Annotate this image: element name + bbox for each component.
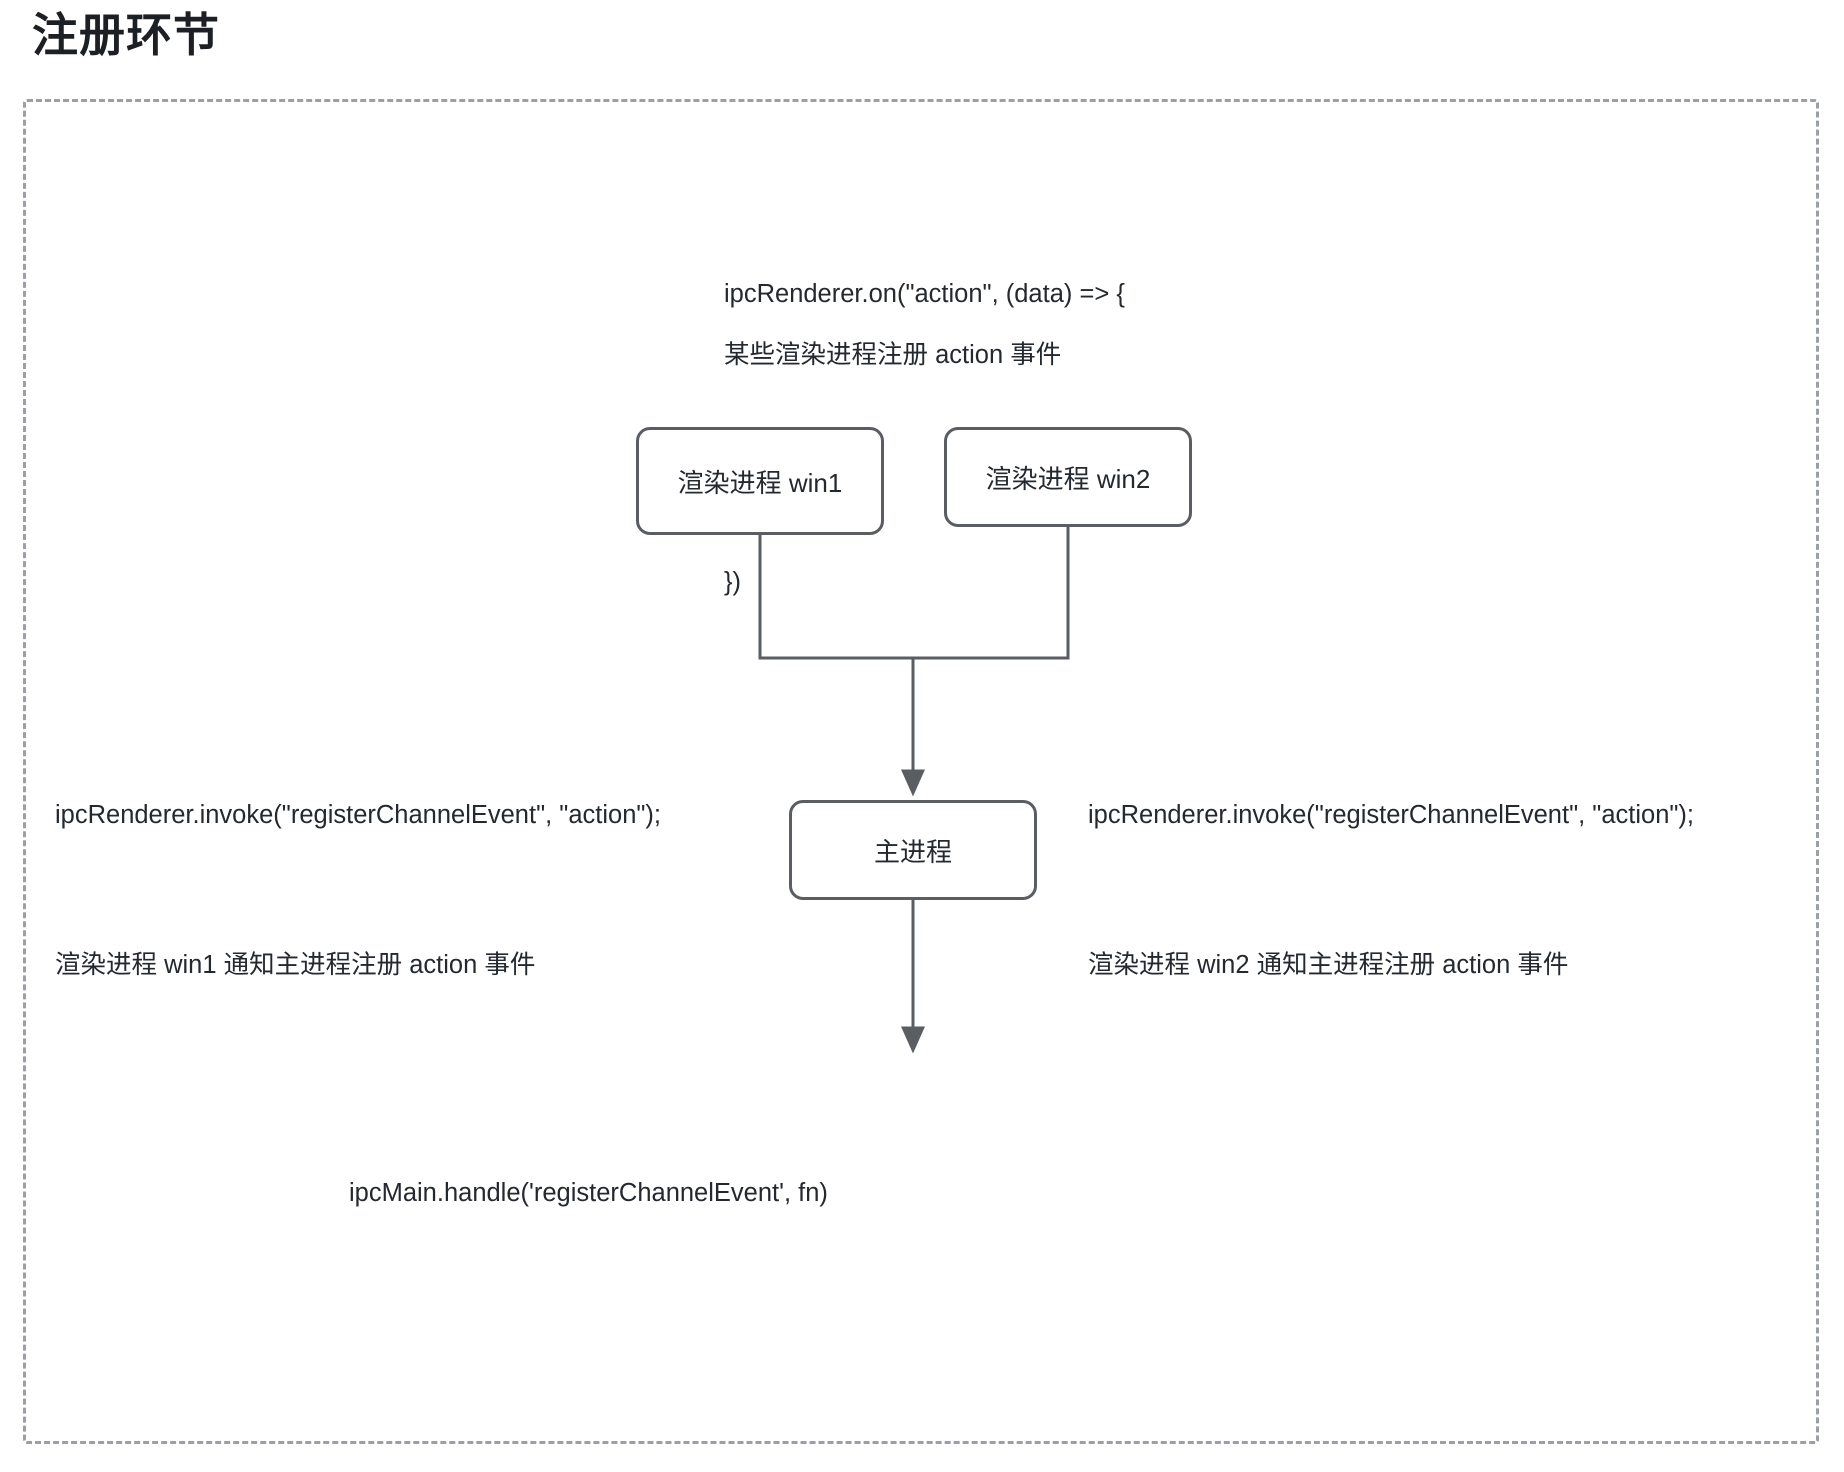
annotation-win2-desc: 渲染进程 win2 通知主进程注册 action 事件 <box>1088 951 1569 979</box>
annotation-win2-code: ipcRenderer.invoke("registerChannelEvent… <box>1088 801 1695 829</box>
node-main-process[interactable]: 主进程 <box>789 800 1037 900</box>
dashed-container-frame <box>23 99 1819 1444</box>
node-renderer-win2-label: 渲染进程 win2 <box>985 463 1151 494</box>
ipcmain-handle-line: ipcMain.handle('registerChannelEvent', f… <box>349 1179 828 1207</box>
node-renderer-win1-label: 渲染进程 win1 <box>677 467 843 498</box>
renderer-register-caption: 某些渲染进程注册 action 事件 <box>724 341 1062 369</box>
annotation-win1-code: ipcRenderer.invoke("registerChannelEvent… <box>55 801 662 829</box>
spacer-1 <box>349 1323 1349 1375</box>
main-process-handler-block: ipcMain.handle('registerChannelEvent', f… <box>349 1063 1349 1472</box>
annotation-win2: ipcRenderer.invoke("registerChannelEvent… <box>1088 690 1694 1090</box>
annotation-win1-desc: 渲染进程 win1 通知主进程注册 action 事件 <box>55 951 536 979</box>
node-renderer-win1[interactable]: 渲染进程 win1 <box>636 427 884 535</box>
node-renderer-win2[interactable]: 渲染进程 win2 <box>944 427 1192 527</box>
code-line-1: ipcRenderer.on("action", (data) => { <box>724 280 1125 308</box>
annotation-win1: ipcRenderer.invoke("registerChannelEvent… <box>55 690 661 1090</box>
node-main-process-label: 主进程 <box>873 836 952 867</box>
page-title: 注册环节 <box>32 9 220 61</box>
code-line-3: }) <box>724 568 742 596</box>
